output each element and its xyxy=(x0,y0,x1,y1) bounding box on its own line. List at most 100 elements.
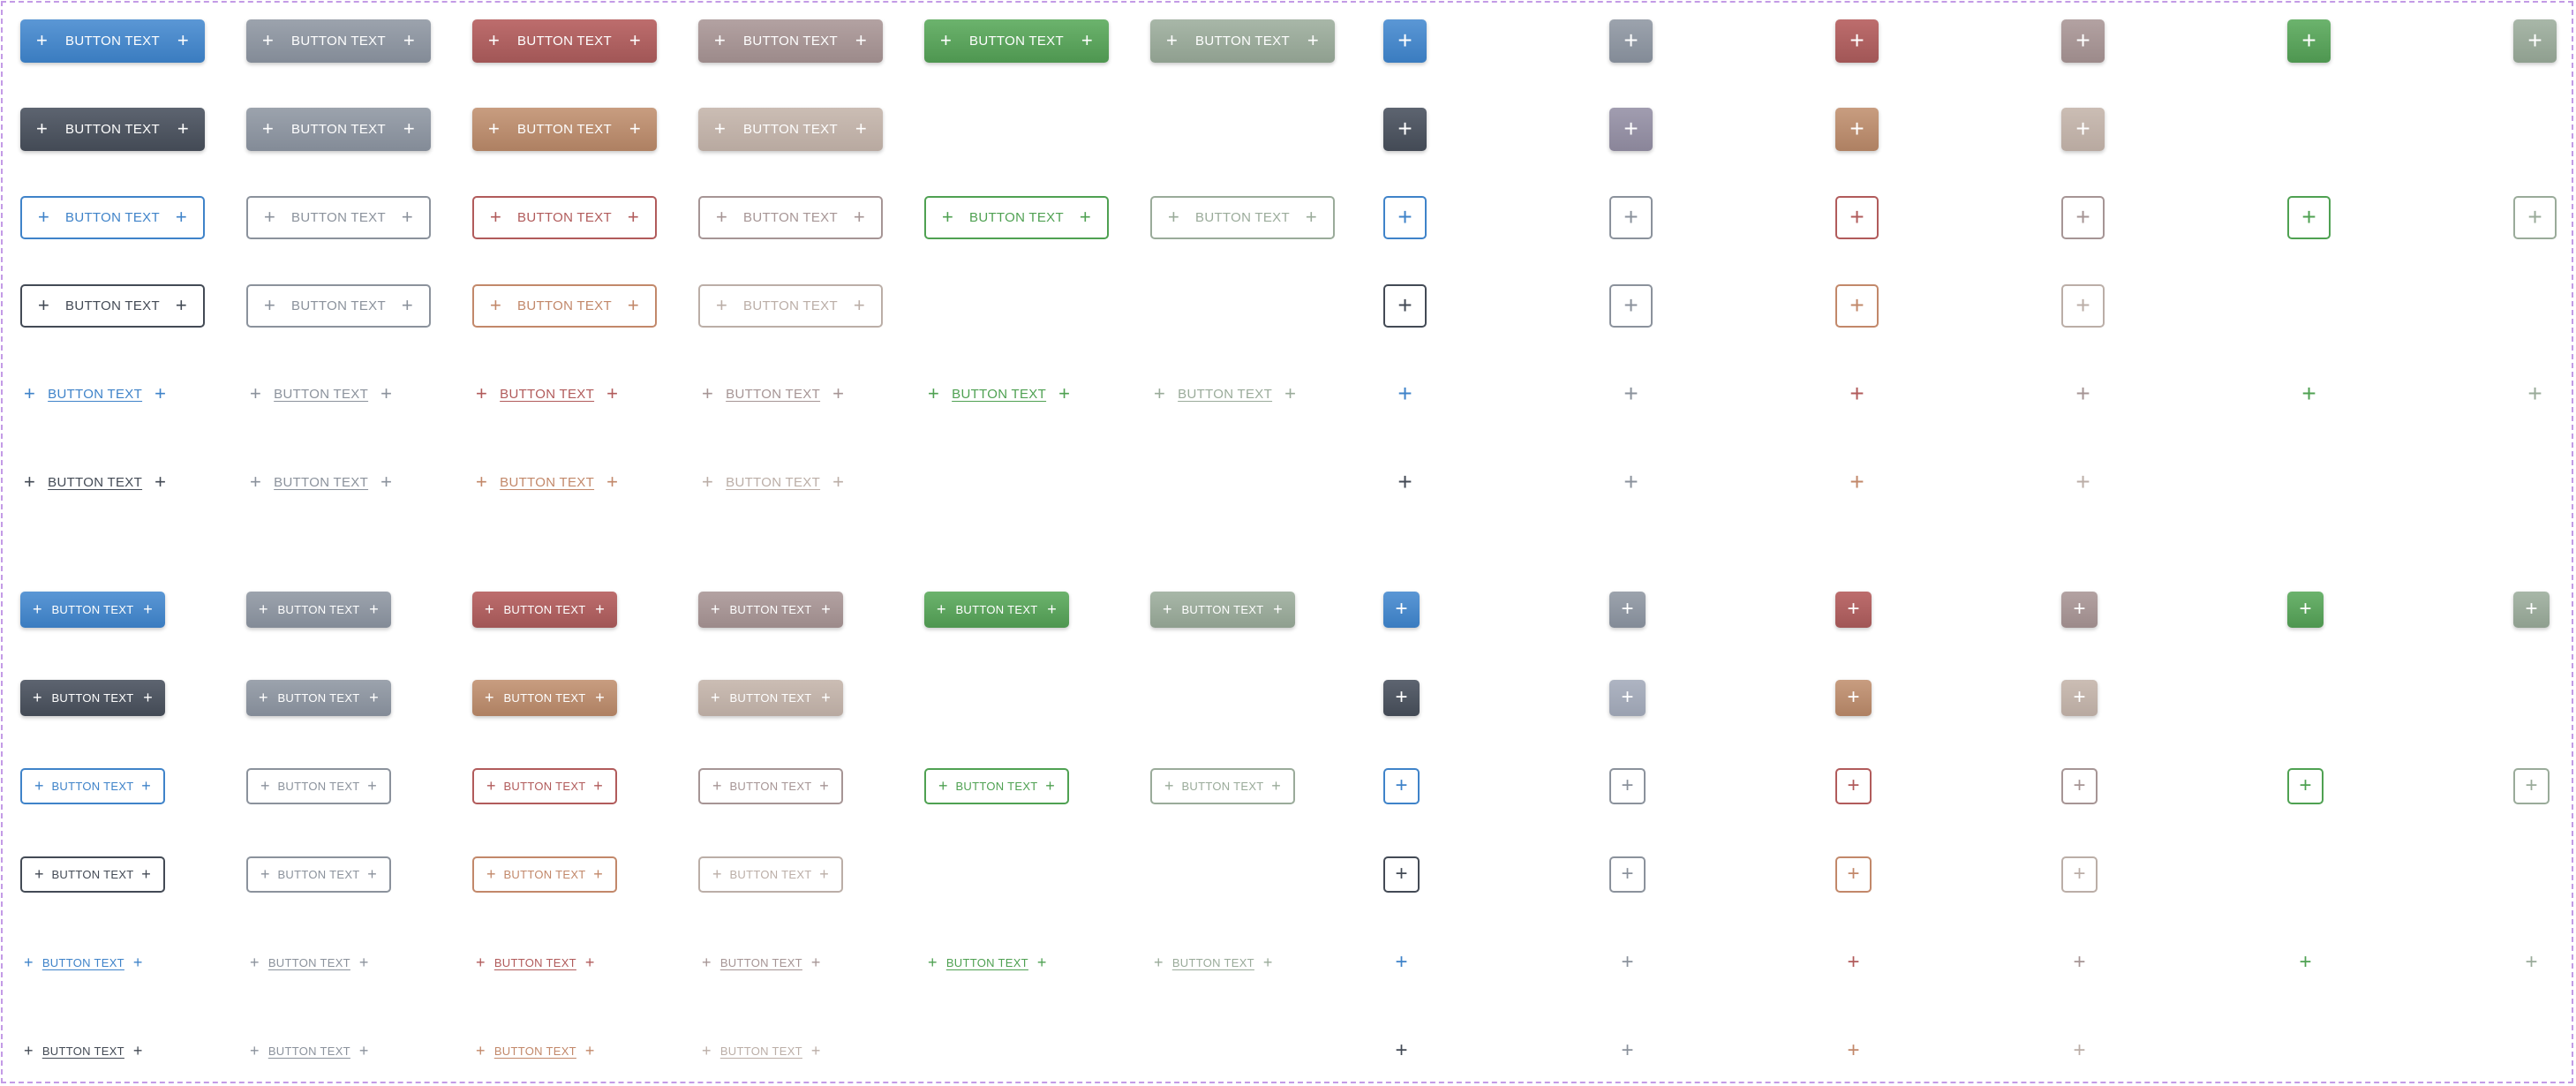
small-filled-button-gray[interactable]: +BUTTON TEXT+ xyxy=(246,591,391,628)
small-ghost-icon-button-dark[interactable]: + xyxy=(1383,856,1420,893)
small-ghost-button-green[interactable]: +BUTTON TEXT+ xyxy=(924,767,1069,804)
large-ghost-icon-button-blue[interactable]: + xyxy=(1383,195,1427,239)
large-ghost-icon-button-red[interactable]: + xyxy=(1835,195,1879,239)
small-filled-icon-button-mauve[interactable]: + xyxy=(2061,591,2098,628)
small-filled-button-brown[interactable]: +BUTTON TEXT+ xyxy=(472,679,617,716)
large-ghost-icon-button-green[interactable]: + xyxy=(2287,195,2331,239)
small-link-button-red[interactable]: +BUTTON TEXT+ xyxy=(472,945,599,981)
large-filled-button-red[interactable]: +BUTTON TEXT+ xyxy=(472,19,657,63)
large-ghost-icon-button-sage[interactable]: + xyxy=(2513,195,2557,239)
small-ghost-icon-button-mauve[interactable]: + xyxy=(2061,767,2098,804)
small-ghost-icon-button-gray[interactable]: + xyxy=(1609,856,1646,893)
small-link-button-dark[interactable]: +BUTTON TEXT+ xyxy=(20,1033,147,1069)
small-link-button-blue[interactable]: +BUTTON TEXT+ xyxy=(20,945,147,981)
small-link-icon-button-brown[interactable]: + xyxy=(1835,1033,1872,1069)
small-link-icon-button-sage[interactable]: + xyxy=(2513,945,2550,981)
large-link-icon-button-gray[interactable]: + xyxy=(1609,461,1653,504)
large-filled-button-sage[interactable]: +BUTTON TEXT+ xyxy=(1150,19,1335,63)
small-filled-button-tan[interactable]: +BUTTON TEXT+ xyxy=(698,679,843,716)
small-filled-button-gray[interactable]: +BUTTON TEXT+ xyxy=(246,679,391,716)
small-link-button-gray[interactable]: +BUTTON TEXT+ xyxy=(246,1033,373,1069)
small-ghost-button-gray[interactable]: +BUTTON TEXT+ xyxy=(246,856,391,893)
small-link-icon-button-tan[interactable]: + xyxy=(2061,1033,2098,1069)
small-ghost-icon-button-tan[interactable]: + xyxy=(2061,856,2098,893)
large-filled-icon-button-mauve[interactable]: + xyxy=(2061,19,2105,63)
large-link-button-red[interactable]: +BUTTON TEXT+ xyxy=(472,373,621,416)
small-link-icon-button-green[interactable]: + xyxy=(2287,945,2324,981)
small-link-button-mauve[interactable]: +BUTTON TEXT+ xyxy=(698,945,825,981)
large-link-icon-button-dark[interactable]: + xyxy=(1383,461,1427,504)
large-filled-icon-button-dark[interactable]: + xyxy=(1383,107,1427,151)
small-ghost-button-blue[interactable]: +BUTTON TEXT+ xyxy=(20,767,165,804)
large-link-icon-button-green[interactable]: + xyxy=(2287,373,2331,416)
small-filled-button-sage[interactable]: +BUTTON TEXT+ xyxy=(1150,591,1295,628)
large-ghost-icon-button-mauve[interactable]: + xyxy=(2061,195,2105,239)
large-ghost-button-tan[interactable]: +BUTTON TEXT+ xyxy=(698,283,883,328)
large-link-button-dark[interactable]: +BUTTON TEXT+ xyxy=(20,461,169,504)
small-ghost-icon-button-sage[interactable]: + xyxy=(2513,767,2550,804)
large-link-button-gray[interactable]: +BUTTON TEXT+ xyxy=(246,461,395,504)
small-filled-button-dark[interactable]: +BUTTON TEXT+ xyxy=(20,679,165,716)
small-link-icon-button-gray[interactable]: + xyxy=(1609,1033,1646,1069)
small-filled-icon-button-gray[interactable]: + xyxy=(1609,591,1646,628)
large-ghost-icon-button-tan[interactable]: + xyxy=(2061,283,2105,328)
large-ghost-button-dark[interactable]: +BUTTON TEXT+ xyxy=(20,283,205,328)
small-ghost-icon-button-red[interactable]: + xyxy=(1835,767,1872,804)
large-link-icon-button-blue[interactable]: + xyxy=(1383,373,1427,416)
small-filled-icon-button-brown[interactable]: + xyxy=(1835,679,1872,716)
large-filled-icon-button-brown[interactable]: + xyxy=(1835,107,1879,151)
small-ghost-button-brown[interactable]: +BUTTON TEXT+ xyxy=(472,856,617,893)
large-ghost-icon-button-gray[interactable]: + xyxy=(1609,283,1653,328)
small-ghost-icon-button-blue[interactable]: + xyxy=(1383,767,1420,804)
small-filled-icon-button-lightgray[interactable]: + xyxy=(1609,679,1646,716)
small-filled-icon-button-tan[interactable]: + xyxy=(2061,679,2098,716)
small-filled-button-red[interactable]: +BUTTON TEXT+ xyxy=(472,591,617,628)
large-filled-button-mauve[interactable]: +BUTTON TEXT+ xyxy=(698,19,883,63)
large-link-button-sage[interactable]: +BUTTON TEXT+ xyxy=(1150,373,1299,416)
large-ghost-icon-button-dark[interactable]: + xyxy=(1383,283,1427,328)
large-filled-icon-button-slate[interactable]: + xyxy=(1609,107,1653,151)
small-ghost-button-mauve[interactable]: +BUTTON TEXT+ xyxy=(698,767,843,804)
large-link-button-blue[interactable]: +BUTTON TEXT+ xyxy=(20,373,169,416)
small-ghost-icon-button-green[interactable]: + xyxy=(2287,767,2324,804)
large-link-button-tan[interactable]: +BUTTON TEXT+ xyxy=(698,461,847,504)
small-ghost-icon-button-gray[interactable]: + xyxy=(1609,767,1646,804)
small-filled-icon-button-sage[interactable]: + xyxy=(2513,591,2550,628)
large-link-icon-button-red[interactable]: + xyxy=(1835,373,1879,416)
small-link-button-tan[interactable]: +BUTTON TEXT+ xyxy=(698,1033,825,1069)
small-ghost-button-dark[interactable]: +BUTTON TEXT+ xyxy=(20,856,165,893)
large-ghost-button-green[interactable]: +BUTTON TEXT+ xyxy=(924,195,1109,239)
large-ghost-button-blue[interactable]: +BUTTON TEXT+ xyxy=(20,195,205,239)
small-filled-button-green[interactable]: +BUTTON TEXT+ xyxy=(924,591,1069,628)
small-ghost-button-sage[interactable]: +BUTTON TEXT+ xyxy=(1150,767,1295,804)
small-link-icon-button-blue[interactable]: + xyxy=(1383,945,1420,981)
large-ghost-button-mauve[interactable]: +BUTTON TEXT+ xyxy=(698,195,883,239)
small-filled-icon-button-green[interactable]: + xyxy=(2287,591,2324,628)
small-link-icon-button-red[interactable]: + xyxy=(1835,945,1872,981)
large-filled-button-gray[interactable]: +BUTTON TEXT+ xyxy=(246,19,431,63)
small-filled-button-blue[interactable]: +BUTTON TEXT+ xyxy=(20,591,165,628)
large-link-button-brown[interactable]: +BUTTON TEXT+ xyxy=(472,461,621,504)
large-link-icon-button-brown[interactable]: + xyxy=(1835,461,1879,504)
small-link-button-sage[interactable]: +BUTTON TEXT+ xyxy=(1150,945,1277,981)
large-ghost-button-brown[interactable]: +BUTTON TEXT+ xyxy=(472,283,657,328)
large-link-icon-button-tan[interactable]: + xyxy=(2061,461,2105,504)
small-filled-icon-button-dark[interactable]: + xyxy=(1383,679,1420,716)
large-link-button-gray[interactable]: +BUTTON TEXT+ xyxy=(246,373,395,416)
large-filled-icon-button-red[interactable]: + xyxy=(1835,19,1879,63)
large-filled-button-dark[interactable]: +BUTTON TEXT+ xyxy=(20,107,205,151)
small-link-icon-button-gray[interactable]: + xyxy=(1609,945,1646,981)
large-ghost-icon-button-gray[interactable]: + xyxy=(1609,195,1653,239)
small-link-button-gray[interactable]: +BUTTON TEXT+ xyxy=(246,945,373,981)
large-link-button-mauve[interactable]: +BUTTON TEXT+ xyxy=(698,373,847,416)
large-filled-icon-button-gray[interactable]: + xyxy=(1609,19,1653,63)
small-ghost-button-red[interactable]: +BUTTON TEXT+ xyxy=(472,767,617,804)
small-ghost-icon-button-brown[interactable]: + xyxy=(1835,856,1872,893)
small-link-icon-button-dark[interactable]: + xyxy=(1383,1033,1420,1069)
large-ghost-button-gray[interactable]: +BUTTON TEXT+ xyxy=(246,283,431,328)
large-filled-button-tan[interactable]: +BUTTON TEXT+ xyxy=(698,107,883,151)
large-filled-button-blue[interactable]: +BUTTON TEXT+ xyxy=(20,19,205,63)
small-filled-button-mauve[interactable]: +BUTTON TEXT+ xyxy=(698,591,843,628)
large-ghost-button-sage[interactable]: +BUTTON TEXT+ xyxy=(1150,195,1335,239)
small-link-icon-button-mauve[interactable]: + xyxy=(2061,945,2098,981)
